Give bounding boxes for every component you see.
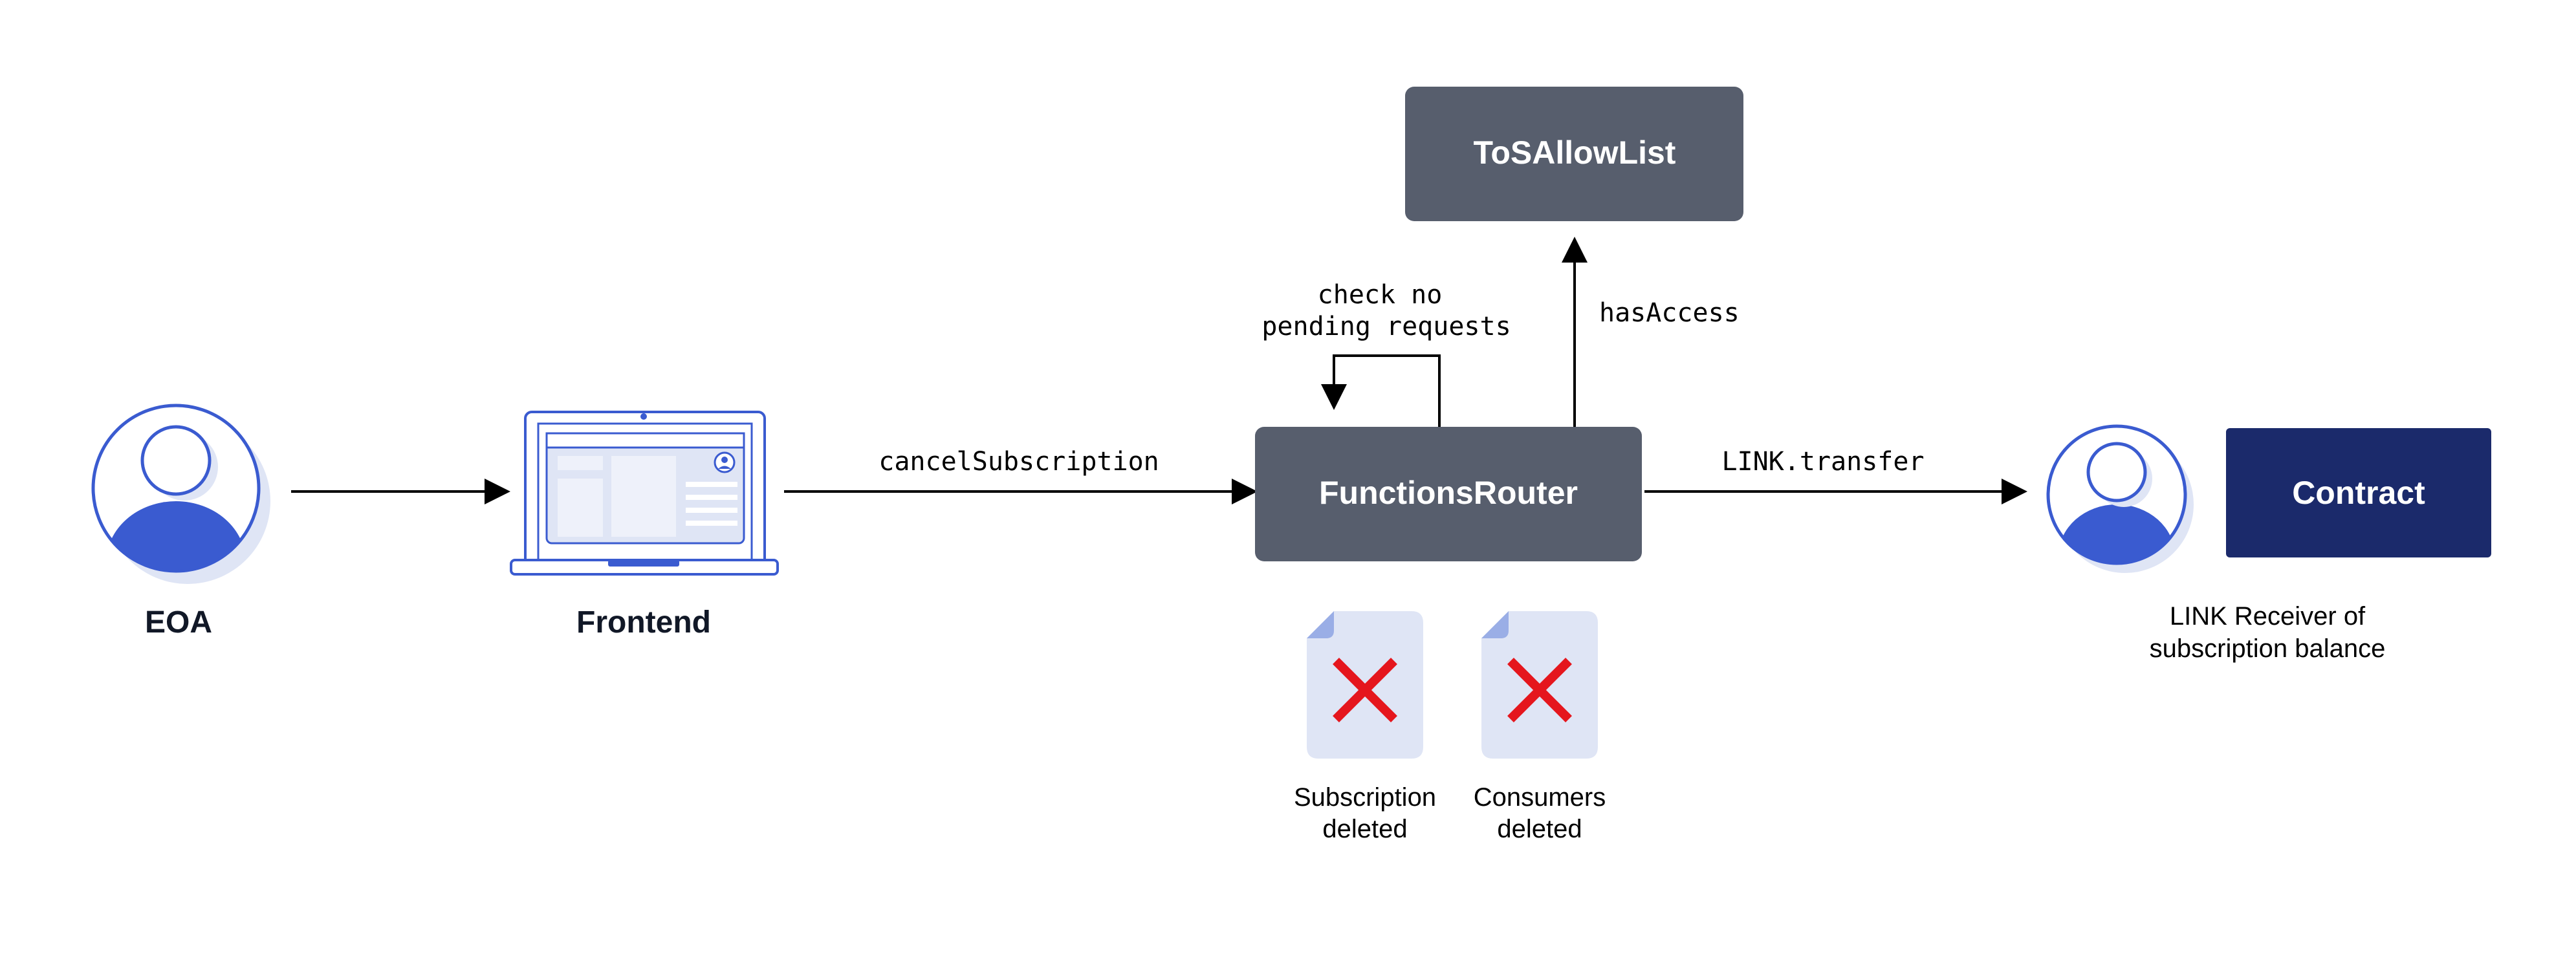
eoa-user-icon	[91, 404, 270, 584]
receiver-user-icon	[2046, 424, 2194, 573]
tos-allowlist-node: ToSAllowList	[1405, 87, 1743, 221]
receiver-caption-line1: LINK Receiver of	[2170, 602, 2366, 631]
consumers-deleted-line1: Consumers	[1474, 783, 1606, 812]
cancel-subscription-label: cancelSubscription	[879, 447, 1159, 477]
frontend-label: Frontend	[576, 605, 711, 640]
laptop-icon	[510, 411, 779, 576]
consumers-deleted-doc-icon	[1481, 611, 1598, 759]
functions-router-label: FunctionsRouter	[1319, 475, 1578, 511]
subscription-deleted-doc-icon	[1307, 611, 1423, 759]
receiver-caption-line2: subscription balance	[2150, 634, 2386, 663]
red-x-icon	[1507, 658, 1572, 722]
subscription-deleted-line2: deleted	[1322, 815, 1407, 843]
self-check-label-line2: pending requests	[1261, 312, 1511, 341]
contract-node: Contract	[2226, 428, 2491, 557]
self-check-label-line1: check no	[1318, 280, 1443, 310]
subscription-deleted-line1: Subscription	[1294, 783, 1436, 812]
consumers-deleted-line2: deleted	[1497, 815, 1582, 843]
has-access-label: hasAccess	[1599, 298, 1740, 328]
link-transfer-label: LINK.transfer	[1721, 447, 1924, 477]
red-x-icon	[1333, 658, 1397, 722]
functions-router-node: FunctionsRouter	[1255, 427, 1642, 561]
self-check-loop	[1321, 354, 1441, 427]
contract-label: Contract	[2292, 475, 2425, 511]
tos-allowlist-label: ToSAllowList	[1474, 135, 1676, 171]
eoa-label: EOA	[145, 605, 212, 640]
